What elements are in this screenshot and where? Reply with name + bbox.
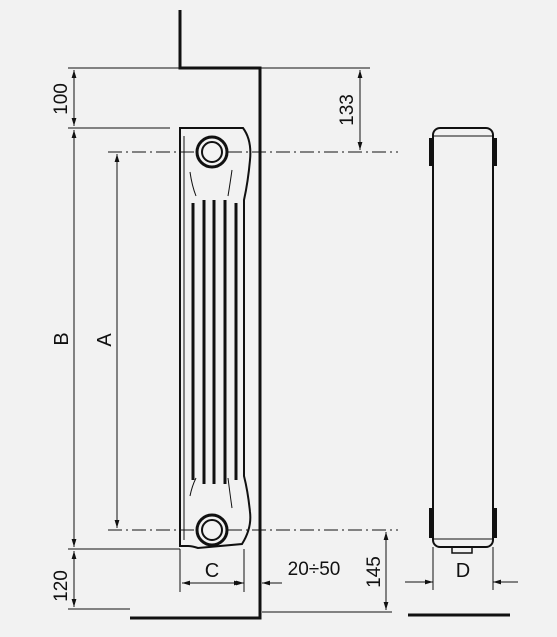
dim-label-100: 100: [51, 83, 72, 115]
dim-label-wall-gap: 20÷50: [288, 559, 341, 580]
dim-label-133: 133: [337, 94, 358, 126]
side-tab-top-right: [493, 138, 497, 166]
radiator-side-view: [432, 127, 494, 548]
side-tab-top-left: [429, 138, 433, 166]
side-tab-bottom-left: [429, 508, 433, 538]
radiator-neck-right: [227, 169, 233, 509]
dim-label-120: 120: [51, 570, 72, 602]
dim-label-C: C: [205, 560, 219, 582]
radiator-neck-left: [189, 171, 197, 497]
side-tab-bottom-right: [493, 508, 497, 538]
radiator-front-outline: [179, 127, 252, 550]
side-bottom-plug: [451, 546, 473, 554]
dim-label-A: A: [94, 333, 116, 347]
dim-label-B: B: [51, 332, 73, 345]
upper-connection: [195, 135, 229, 169]
dim-label-145: 145: [364, 556, 385, 588]
dim-label-D: D: [456, 560, 470, 582]
wall-outline: [130, 10, 262, 620]
lower-connection: [195, 513, 229, 547]
